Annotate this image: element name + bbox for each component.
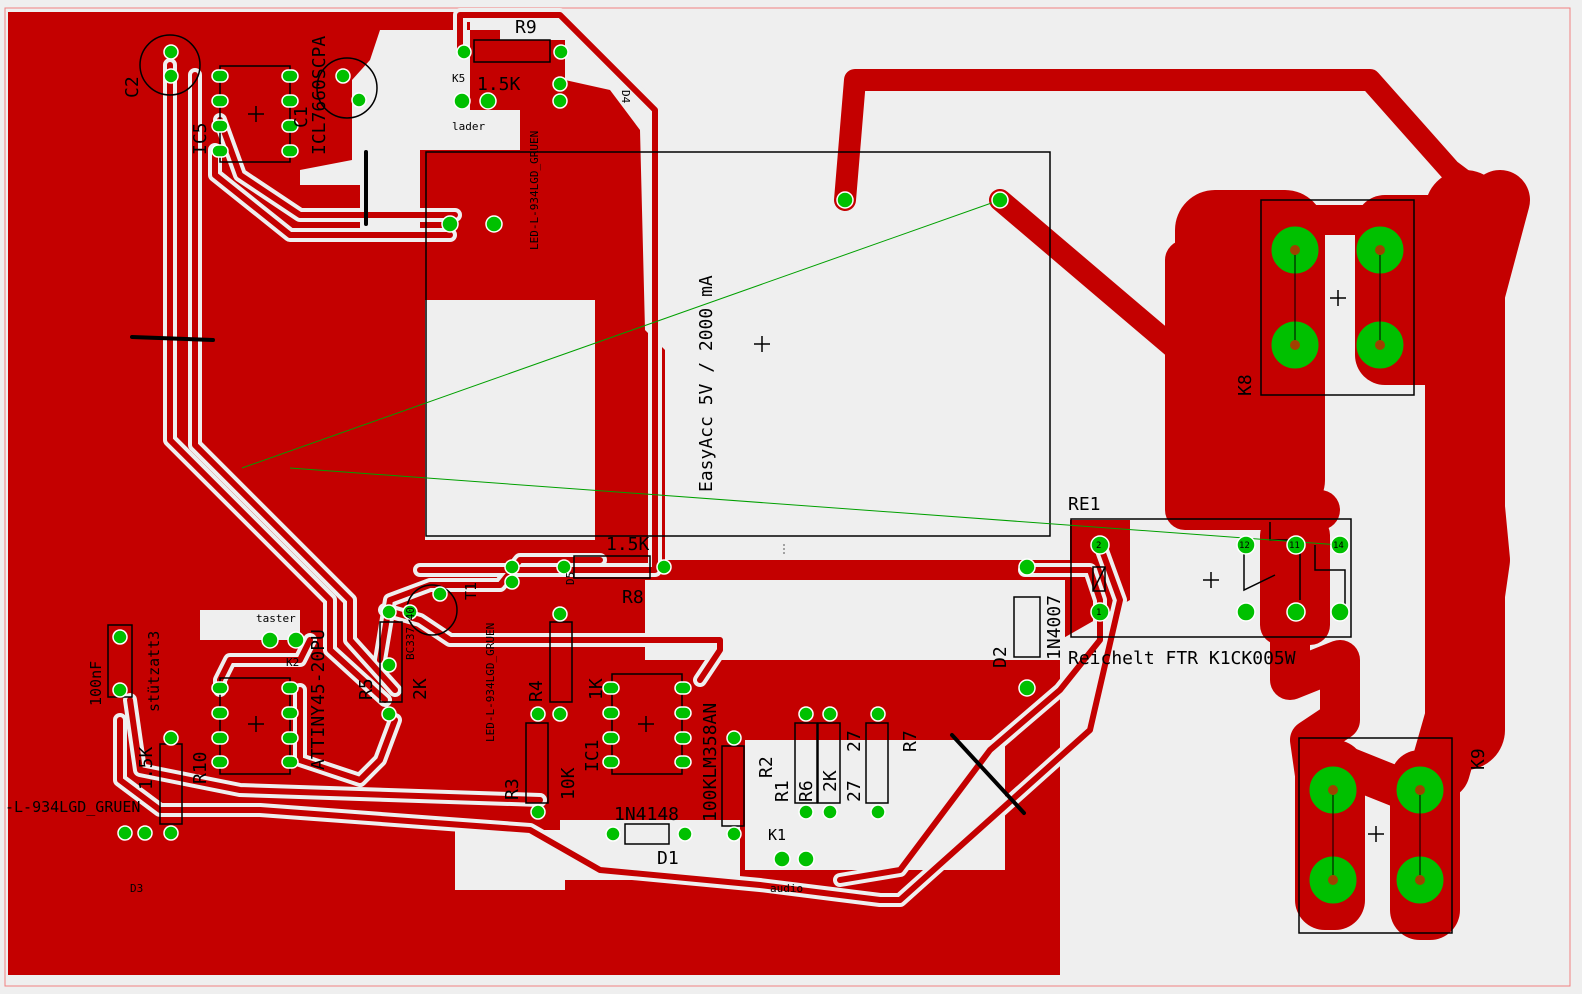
easyacc-label: EasyAcc 5V / 2000 mA xyxy=(696,275,717,492)
d5-label: D5 xyxy=(564,572,577,585)
c100nf-label: 100nF xyxy=(87,661,105,706)
k9-outline xyxy=(1298,737,1453,934)
k2-label: K2 xyxy=(286,656,299,669)
board-outline xyxy=(4,7,1571,987)
r2-label: R2 xyxy=(756,756,777,778)
attiny-label: ATTINY45-20PU xyxy=(308,629,329,770)
r3-value: 10K xyxy=(558,767,579,800)
r8-label: R8 xyxy=(622,587,644,608)
coil-pin-2: 2 xyxy=(1096,541,1101,551)
r7-value: 27 xyxy=(844,730,865,752)
t1-label: T1 xyxy=(462,582,480,600)
r4-value: 1K xyxy=(586,678,607,700)
k9-label: K9 xyxy=(1468,748,1489,770)
center-markers xyxy=(248,106,1384,842)
r1-outline xyxy=(794,722,818,804)
ic5-label: IC5 xyxy=(190,122,211,155)
r5-value: 2K xyxy=(410,678,431,700)
r8-outline xyxy=(573,555,651,579)
k5-label: K5 xyxy=(452,72,465,85)
d1-label: D1 xyxy=(657,848,679,869)
ic5-outline xyxy=(219,65,291,163)
n4148-label: 1N4148 xyxy=(614,804,679,825)
r3-label: R3 xyxy=(502,778,523,800)
lader-label: lader xyxy=(452,120,485,133)
led-left-label: -L-934LGD_GRUEN xyxy=(5,798,140,816)
relay-label: Reichelt FTR K1CK005W xyxy=(1068,648,1296,669)
r5-label: R5 xyxy=(356,678,377,700)
pads xyxy=(112,44,1350,868)
r2-outline xyxy=(721,745,745,827)
pin-14: 14 xyxy=(1333,541,1344,551)
re1-label: RE1 xyxy=(1068,494,1101,515)
taster-label: taster xyxy=(256,612,296,625)
d2-outline xyxy=(1013,596,1041,658)
k1-label: K1 xyxy=(768,826,786,844)
r9-outline xyxy=(473,39,551,63)
attiny-outline xyxy=(219,677,291,775)
lm358-label: 100KLM358AN xyxy=(700,703,721,822)
r6-label: R6 xyxy=(796,780,817,802)
component-outlines xyxy=(107,34,1453,934)
audio-label: audio xyxy=(770,882,803,895)
pin-11: 11 xyxy=(1289,541,1300,551)
easyacc-outline xyxy=(425,151,1051,537)
r6-outline xyxy=(817,722,841,804)
pin-12: 12 xyxy=(1239,541,1250,551)
jumpers xyxy=(130,150,1026,815)
led-top-label: LED-L-934LGD_GRUEN xyxy=(528,131,541,250)
r1-label: R1 xyxy=(772,780,793,802)
relay-symbol xyxy=(1092,522,1346,620)
c2-label: C2 xyxy=(122,76,143,98)
r7-label: R7 xyxy=(900,730,921,752)
c1-outline xyxy=(316,57,378,119)
relay-outline xyxy=(1070,518,1352,638)
stuetz-label: stützatt3 xyxy=(145,631,163,712)
r9-label: R9 xyxy=(515,17,537,38)
r9-value: 1.5K xyxy=(477,74,521,95)
r3-outline xyxy=(525,722,549,804)
r4-outline xyxy=(549,621,573,703)
d4-label: D4 xyxy=(619,90,632,104)
r27b-value: 27 xyxy=(844,780,865,802)
ic1-label: IC1 xyxy=(582,739,603,772)
icl-label: ICL7660SCPA xyxy=(309,36,330,155)
r4-label: R4 xyxy=(526,680,547,702)
air-wires xyxy=(241,199,1341,546)
silkscreen-labels: R9 1.5K lader K5 D4 LED-L-934LGD_GRUEN C… xyxy=(5,17,1489,895)
r10-label: R10 xyxy=(190,751,211,784)
relay-pin-numbers: 12 11 14 2 1 xyxy=(1096,541,1344,618)
r6-value: 2K xyxy=(820,770,841,792)
k8-label: K8 xyxy=(1235,374,1256,396)
led-mid-label: LED-L-934LGD_GRUEN xyxy=(484,623,497,742)
r7-outline xyxy=(865,722,889,804)
d1-outline xyxy=(624,823,670,845)
k8-outline xyxy=(1260,199,1415,396)
r5-outline xyxy=(379,621,403,703)
terminal-pads xyxy=(1270,225,1445,905)
coil-pin-1: 1 xyxy=(1096,608,1101,618)
c1-label: C1 xyxy=(291,106,312,128)
d2-label: D2 xyxy=(990,646,1011,668)
r10-value: 1.5K xyxy=(136,746,157,790)
d3-label: D3 xyxy=(130,882,143,895)
n4007-label: 1N4007 xyxy=(1044,595,1065,660)
ic1-outline xyxy=(611,673,683,775)
r8-value: 1.5K xyxy=(606,534,650,555)
bc-label: BC337-40 xyxy=(404,607,417,660)
c2-outline xyxy=(139,34,201,96)
